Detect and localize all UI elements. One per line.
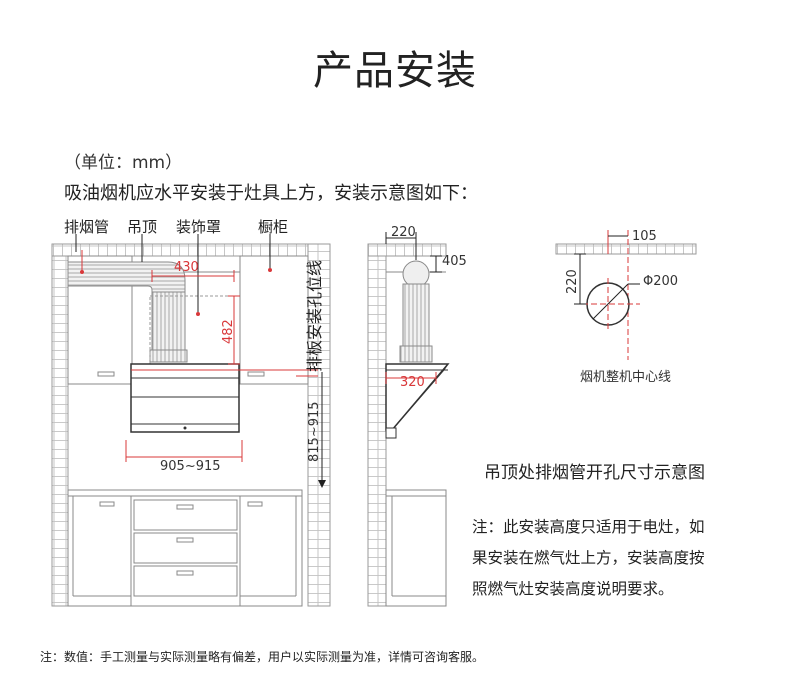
note-line: 注：此安装高度只适用于电灶，如 <box>472 518 705 536</box>
side-hood <box>385 363 450 431</box>
note-line: 照燃气灶安装高度说明要求。 <box>472 580 674 598</box>
label-cover: 装饰罩 <box>176 218 222 236</box>
exhaust-duct-vertical <box>151 291 186 353</box>
dim-220-side: 220 <box>565 269 580 294</box>
side-duct <box>402 283 430 347</box>
dim-430: 430 <box>174 260 199 275</box>
hole-centerline-label: 烟机整机中心线 <box>580 370 672 385</box>
dim-320: 320 <box>400 375 425 390</box>
side-wall <box>367 243 387 607</box>
dim-905-915: 905~915 <box>160 459 221 474</box>
ceiling-slab <box>51 243 331 257</box>
dim-405: 405 <box>442 254 467 269</box>
dim-220-top: 220 <box>391 225 416 240</box>
dim-105: 105 <box>632 229 657 244</box>
label-exhaust-pipe: 排烟管 <box>64 218 110 236</box>
dim-815-915: 815~915 <box>307 401 322 462</box>
install-note: 注：此安装高度只适用于电灶，如 果安装在燃气灶上方，安装高度按 照燃气灶安装高度… <box>472 512 705 605</box>
dim-482: 482 <box>221 319 236 344</box>
front-view <box>51 234 331 607</box>
note-line: 果安装在燃气灶上方，安装高度按 <box>472 549 705 567</box>
dim-phi200: Φ200 <box>643 274 678 289</box>
intro-text: 吸油烟机应水平安装于灶具上方，安装示意图如下： <box>64 183 478 204</box>
page-title: 产品安装 <box>313 48 477 94</box>
label-cabinet: 橱柜 <box>258 218 289 236</box>
ceiling-hole-view <box>555 230 697 360</box>
footer-note: 注：数值：手工测量与实际测量略有偏差，用户以实际测量为准，详情可咨询客服。 <box>40 650 485 664</box>
label-ceiling: 吊顶 <box>127 218 158 236</box>
side-base-cabinet <box>385 489 447 607</box>
hole-ceiling <box>555 243 697 255</box>
left-wall <box>51 243 69 607</box>
side-view <box>367 232 450 607</box>
vent-line-label: 排板安装孔位线 <box>305 260 324 372</box>
side-ceiling <box>367 243 447 257</box>
unit-note: （单位：mm） <box>64 153 183 173</box>
upper-cabinet-right <box>239 255 309 385</box>
hole-caption: 吊顶处排烟管开孔尺寸示意图 <box>484 463 705 483</box>
range-hood <box>130 363 240 433</box>
right-wall <box>307 243 331 607</box>
